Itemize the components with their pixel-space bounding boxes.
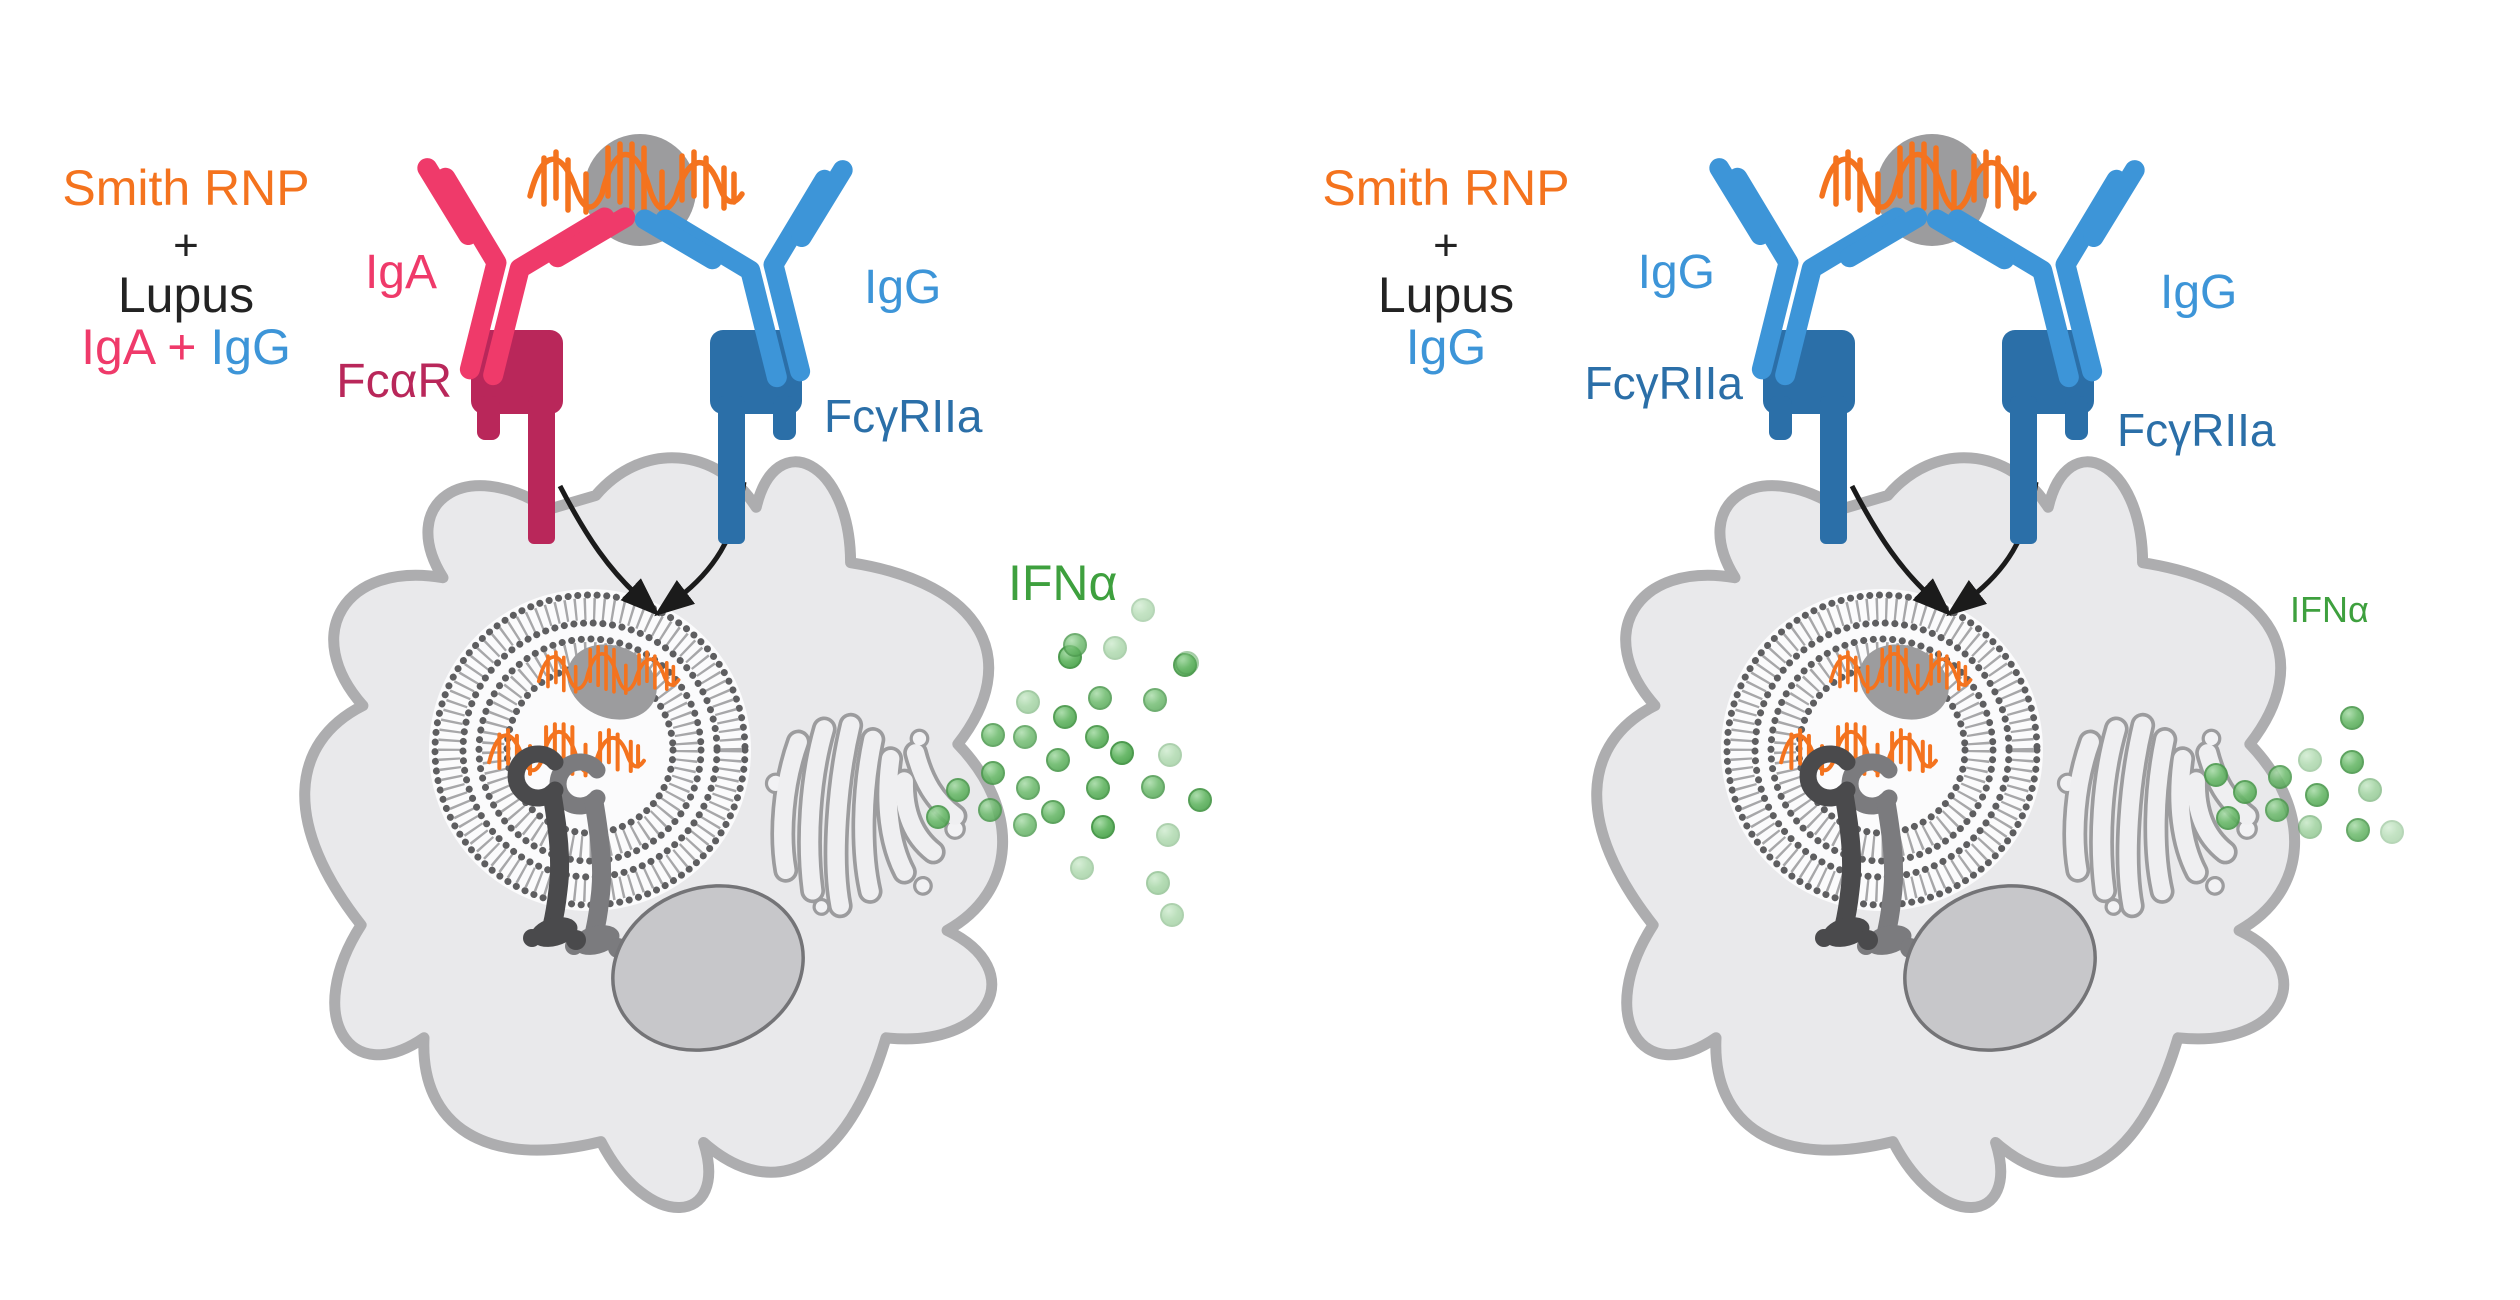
ifna-molecule: [1086, 776, 1110, 800]
fcar-label: FcαR: [336, 355, 452, 408]
ifna-label: IFNα: [1008, 555, 1117, 611]
ifna-molecule: [2216, 806, 2240, 830]
ifna-molecule: [1070, 856, 1094, 880]
ifna-molecule: [978, 798, 1002, 822]
caption-plus: +: [173, 221, 199, 270]
igg-label: IgG: [864, 261, 941, 314]
ifna-molecule: [1103, 636, 1127, 660]
condition-caption: Smith RNP + Lupus IgA + IgG: [62, 160, 309, 375]
igg-label-left: IgG: [1638, 246, 1715, 299]
ifna-molecule: [1156, 823, 1180, 847]
ifna-molecule: [1063, 633, 1087, 657]
ifna-molecule: [2305, 783, 2329, 807]
caption-isotypes: IgA + IgG: [81, 319, 291, 375]
condition-caption: Smith RNP + Lupus IgG: [1322, 160, 1569, 375]
ifna-molecule: [2298, 815, 2322, 839]
fcgriia-label: FcγRIIa: [824, 390, 983, 442]
ifna-molecule: [1143, 688, 1167, 712]
ifna-dots: [2204, 706, 2404, 844]
ifna-molecule: [981, 723, 1005, 747]
ifna-molecule: [1013, 813, 1037, 837]
panel-iga-plus-igg: Smith RNP + Lupus IgA + IgG IgA FcαR IgG…: [62, 134, 1212, 1300]
caption-plus: +: [1433, 221, 1459, 270]
ifna-molecule: [2346, 818, 2370, 842]
panel-igg-only: Smith RNP + Lupus IgG IgG FcγRIIa IgG Fc…: [1322, 134, 2404, 1300]
ifna-molecule: [2233, 780, 2257, 804]
ifna-molecule: [2380, 820, 2404, 844]
ifna-molecule: [1016, 690, 1040, 714]
ifna-molecule: [1085, 725, 1109, 749]
ifna-molecule: [1041, 800, 1065, 824]
ifna-molecule: [1158, 743, 1182, 767]
ifna-molecule: [1013, 725, 1037, 749]
dendritic-cell: [305, 458, 1003, 1208]
ifna-molecule: [2265, 798, 2289, 822]
igg-label-right: IgG: [2160, 266, 2237, 319]
ifna-molecule: [1016, 776, 1040, 800]
caption-lupus: Lupus: [1378, 267, 1514, 323]
ifna-label: IFNα: [2290, 589, 2369, 630]
ifna-molecule: [926, 805, 950, 829]
ifna-molecule: [1175, 651, 1199, 675]
fcgriia-label-left: FcγRIIa: [1585, 357, 1744, 409]
caption-lupus: Lupus: [118, 267, 254, 323]
ifna-molecule: [1141, 775, 1165, 799]
dendritic-cell: [1597, 458, 2295, 1208]
ifna-molecule: [2358, 778, 2382, 802]
caption-isotype: IgG: [1406, 319, 1487, 375]
ifna-molecule: [1053, 705, 1077, 729]
fcgriia-label-right: FcγRIIa: [2117, 404, 2276, 456]
ifna-molecule: [946, 778, 970, 802]
ifna-molecule: [1046, 748, 1070, 772]
ifna-molecule: [1091, 815, 1115, 839]
caption-smith-rnp: Smith RNP: [62, 160, 309, 216]
ifna-molecule: [981, 761, 1005, 785]
iga-label: IgA: [365, 246, 437, 299]
ifna-dots: [926, 598, 1212, 927]
ifna-molecule: [2298, 748, 2322, 772]
ifna-molecule: [2268, 765, 2292, 789]
ifna-molecule: [1110, 741, 1134, 765]
ifna-molecule: [1160, 903, 1184, 927]
ifna-molecule: [2204, 763, 2228, 787]
ifna-molecule: [1188, 788, 1212, 812]
ifna-molecule: [1131, 598, 1155, 622]
caption-smith-rnp: Smith RNP: [1322, 160, 1569, 216]
ifna-molecule: [2340, 750, 2364, 774]
ifna-molecule: [1088, 686, 1112, 710]
ifna-molecule: [1146, 871, 1170, 895]
ifna-molecule: [2340, 706, 2364, 730]
